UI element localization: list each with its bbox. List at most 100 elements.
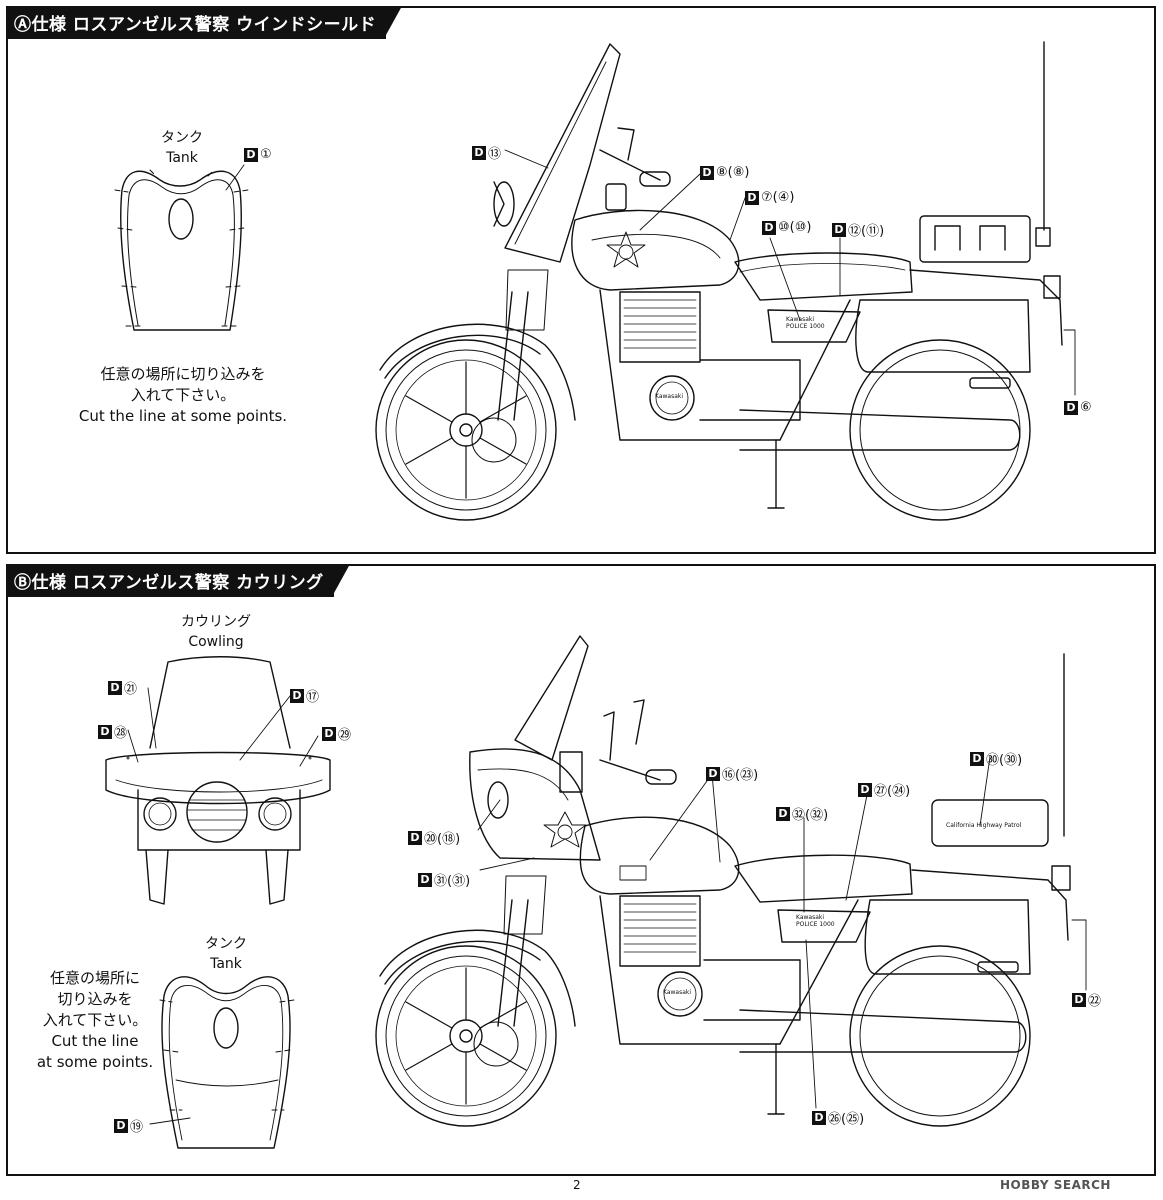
leader-lines-a [225, 149, 1076, 396]
decal-number: ㉜(㉜) [792, 808, 829, 823]
cut-note-en-2-b: at some points. [36, 1053, 154, 1071]
side-panel-brand-a: Kawasaki [786, 316, 815, 323]
engine-badge-a: Kawasaki [655, 393, 684, 400]
engine-badge-b: Kawasaki [663, 989, 692, 996]
section-b-panel: Ⓑ仕様 ロスアンゼルス警察 カウリング [6, 564, 1156, 1176]
tank-label-b: タンク Tank [194, 934, 258, 974]
tank-label-en-a: Tank [166, 150, 198, 166]
decal-number: ㉛(㉛) [434, 874, 471, 889]
cut-note-jp-2-a: 入れて下さい。 [130, 386, 236, 404]
decal-sheet-d-icon: D [98, 724, 112, 739]
decal-number: ⑲ [130, 1120, 144, 1135]
cut-note-b: 任意の場所に 切り込みを 入れて下さい。 Cut the line at som… [30, 968, 160, 1073]
tank-top-view-a [114, 169, 249, 331]
decal-number: ㉙ [338, 728, 352, 743]
decal-number: ⑰ [306, 690, 320, 705]
section-b-title: Ⓑ仕様 ロスアンゼルス警察 カウリング [6, 564, 350, 597]
cowling-label-b: カウリング Cowling [170, 612, 262, 652]
decal-sheet-d-icon: D [408, 830, 422, 845]
cut-note-en-1-b: Cut the line [51, 1032, 139, 1050]
decal-number: ⑥ [1080, 400, 1092, 415]
decal-number: ⑫(⑪) [848, 224, 885, 239]
decal-number: ㉚(㉚) [986, 753, 1023, 768]
decal-sheet-d-icon: D [1072, 992, 1086, 1007]
decal-number: ㉒ [1088, 994, 1102, 1009]
cut-note-jp-1-b: 任意の場所に [49, 969, 140, 987]
decal-sheet-d-icon: D [970, 751, 984, 766]
decal-sheet-d-icon: D [776, 806, 790, 821]
watermark-logo: HOBBY SEARCH [1000, 1178, 1111, 1192]
decal-sheet-d-icon: D [700, 165, 714, 180]
decal-number: ⑩(⑩) [778, 220, 812, 235]
decal-number: ⑧(⑧) [716, 165, 750, 180]
decal-number: ㉘ [114, 726, 128, 741]
decal-number: ⑦(④) [761, 190, 795, 205]
decal-number: ㉗(㉔) [874, 784, 911, 799]
cowling-label-en: Cowling [188, 634, 244, 650]
side-panel-brand-b: Kawasaki [796, 914, 825, 921]
decal-sheet-d-icon: D [108, 680, 122, 695]
side-panel-decal-text-b: Kawasaki POLICE 1000 [796, 914, 835, 928]
cut-note-jp-2-b: 切り込みを [57, 990, 133, 1008]
decal-sheet-d-icon: D [745, 190, 759, 205]
decal-number: ㉑ [124, 682, 138, 697]
decal-sheet-d-icon: D [762, 220, 776, 235]
decal-number: ⑯(㉓) [722, 768, 759, 783]
cowling-front-view-b [105, 656, 331, 905]
decal-number: ⑬ [488, 147, 502, 162]
cut-note-a: 任意の場所に切り込みを 入れて下さい。 Cut the line at some… [60, 364, 306, 427]
side-panel-decal-text-a: Kawasaki POLICE 1000 [786, 316, 825, 330]
cut-note-en-a: Cut the line at some points. [78, 407, 288, 425]
decal-sheet-d-icon: D [322, 726, 336, 741]
decal-sheet-d-icon: D [244, 147, 258, 162]
decal-sheet-d-icon: D [858, 782, 872, 797]
decal-sheet-d-icon: D [1064, 400, 1078, 415]
tank-label-en-b: Tank [210, 956, 242, 972]
decal-sheet-d-icon: D [812, 1110, 826, 1125]
page-number: 2 [573, 1178, 581, 1192]
cut-note-jp-3-b: 入れて下さい。 [42, 1011, 148, 1029]
decal-number: ㉖(㉕) [828, 1112, 865, 1127]
decal-number: ① [260, 147, 272, 162]
motorcycle-side-view-a [375, 41, 1063, 521]
cowling-label-jp: カウリング [181, 614, 251, 630]
decal-sheet-d-icon: D [472, 145, 486, 160]
section-a-title: Ⓐ仕様 ロスアンゼルス警察 ウインドシールド [6, 6, 403, 39]
decal-sheet-d-icon: D [706, 766, 720, 781]
tank-label-jp-a: タンク [161, 130, 203, 146]
leader-lines-b [127, 687, 1087, 1125]
decal-sheet-d-icon: D [114, 1118, 128, 1133]
section-a-panel: Ⓐ仕様 ロスアンゼルス警察 ウインドシールド [6, 6, 1156, 554]
side-panel-model-a: POLICE 1000 [786, 323, 825, 330]
decal-sheet-d-icon: D [290, 688, 304, 703]
tank-label-jp-b: タンク [205, 936, 247, 952]
trunk-decal-text-b: California Highway Patrol [946, 822, 1022, 829]
side-panel-model-b: POLICE 1000 [796, 921, 835, 928]
tank-label-a: タンク Tank [150, 128, 214, 168]
cut-note-jp-1-a: 任意の場所に切り込みを [100, 365, 266, 383]
motorcycle-side-view-b [375, 635, 1071, 1127]
decal-sheet-d-icon: D [832, 222, 846, 237]
decal-sheet-d-icon: D [418, 872, 432, 887]
